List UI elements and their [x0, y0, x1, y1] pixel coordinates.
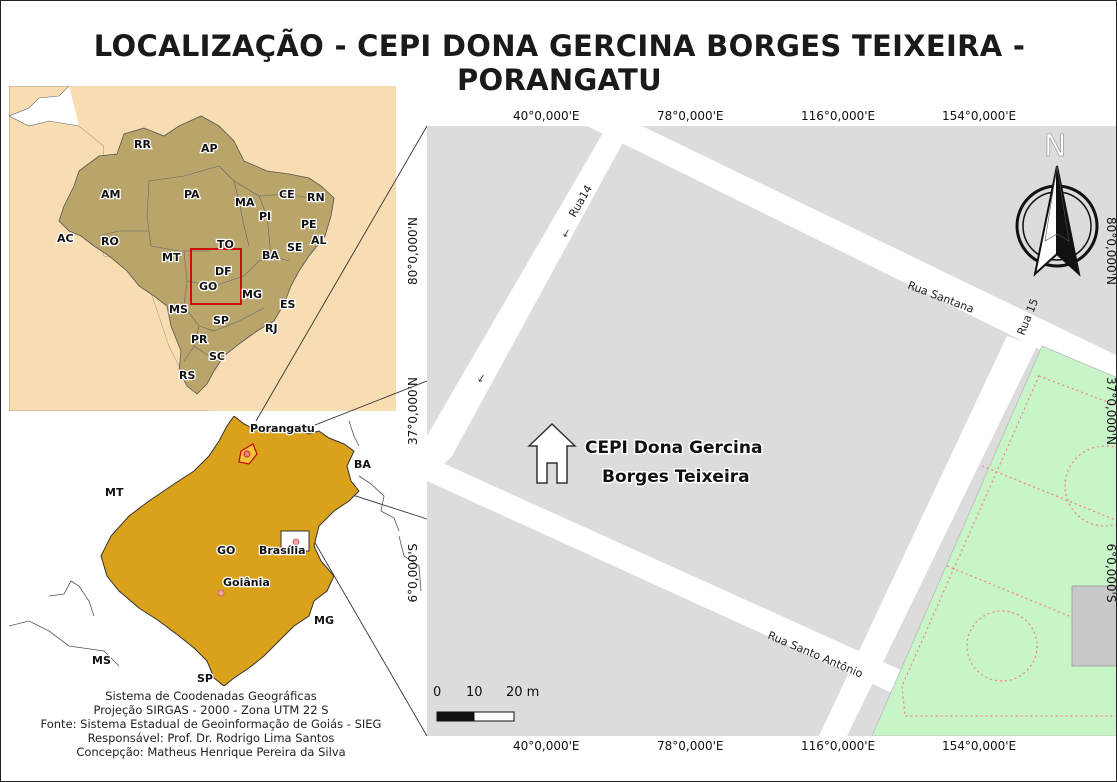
label-es: ES — [280, 298, 296, 311]
label-goias-sp: SP — [197, 672, 213, 685]
label-rn: RN — [307, 191, 325, 204]
goias-state-shape — [100, 415, 360, 687]
school-label-line2: Borges Teixeira — [602, 467, 750, 487]
label-rs: RS — [179, 369, 195, 382]
main-map-svg: Rua14 Rua Santana Rua 15 Rua Santo Antôn… — [427, 126, 1116, 736]
label-ap: AP — [201, 142, 218, 155]
label-se: SE — [287, 241, 302, 254]
credit-line-4: Responsável: Prof. Dr. Rodrigo Lima Sant… — [87, 731, 335, 745]
label-rj: RJ — [265, 322, 278, 335]
label-df: DF — [215, 265, 232, 278]
neighbor-borders — [8, 420, 422, 667]
credit-line-5: Concepção: Matheus Henrique Pereira da S… — [76, 745, 346, 759]
coord-top-2: 78°0,000'E — [657, 109, 724, 123]
street-rua-santana — [587, 126, 1116, 388]
goias-inset-map: MT BA MG MS SP GO Porangatu Brasília Goi… — [8, 415, 424, 687]
label-ma: MA — [235, 196, 255, 209]
label-am: AM — [101, 188, 120, 201]
label-ac: AC — [57, 232, 74, 245]
goias-labels: MT BA MG MS SP GO Porangatu Brasília Goi… — [91, 421, 373, 687]
street-network — [427, 126, 1116, 736]
goias-highlight-box — [190, 248, 242, 305]
porangatu-point — [243, 450, 251, 458]
scale-bar — [436, 711, 515, 722]
goiania-point — [217, 589, 225, 597]
label-rr: RR — [134, 138, 151, 151]
coord-bottom-3: 116°0,000'E — [801, 739, 876, 753]
label-brasilia: Brasília — [259, 544, 306, 557]
credit-line-1: Sistema de Coodenadas Geográficas — [105, 689, 317, 703]
map-title: LOCALIZAÇÃO - CEPI DONA GERCINA BORGES T… — [93, 29, 1026, 97]
label-pe: PE — [301, 218, 317, 231]
main-detail-map: Rua14 Rua Santana Rua 15 Rua Santo Antôn… — [427, 126, 1116, 736]
label-goias-go: GO — [217, 544, 235, 557]
label-pr: PR — [191, 333, 208, 346]
coord-bottom-2: 78°0,000'E — [657, 739, 724, 753]
building-corner — [1071, 585, 1116, 667]
label-ba: BA — [262, 249, 279, 262]
label-pa: PA — [184, 188, 200, 201]
coord-left-3: 6°0,000'S — [406, 543, 420, 603]
coord-top-1: 40°0,000'E — [513, 109, 580, 123]
label-goiania: Goiânia — [223, 576, 270, 589]
label-goias-mt: MT — [105, 486, 124, 499]
brasilia-point — [292, 538, 300, 546]
label-mt: MT — [162, 251, 181, 264]
coord-top-4: 154°0,000'E — [942, 109, 1017, 123]
scale-tick-0: 0 — [433, 685, 442, 700]
label-al: AL — [311, 234, 327, 247]
label-mg: MG — [242, 288, 262, 301]
street-rua14-south — [427, 436, 452, 481]
label-porangatu: Porangatu — [250, 422, 315, 435]
scale-tick-10: 10 — [466, 685, 483, 700]
label-ce: CE — [279, 188, 295, 201]
north-arrow-icon — [1015, 165, 1099, 277]
school-label-line1: CEPI Dona Gercina — [585, 438, 762, 458]
coord-left-1: 80°0,000'N — [406, 217, 420, 285]
north-label: N — [1044, 129, 1066, 164]
school-house-icon — [527, 422, 577, 484]
street-rua14 — [427, 126, 632, 456]
street-rua-15 — [819, 336, 1037, 736]
coord-left-2: 37°0,000'N — [406, 377, 420, 445]
credit-line-3: Fonte: Sistema Estadual de Geoinformação… — [40, 717, 382, 731]
brazil-inset-map: RR AP AM PA MA CE RN PI PE AL SE AC RO M… — [9, 86, 396, 411]
goias-inset-svg: MT BA MG MS SP GO Porangatu Brasília Goi… — [8, 415, 422, 687]
field-markings — [901, 375, 1116, 717]
label-goias-ba: BA — [354, 458, 371, 471]
street-rua-santo-antonio — [427, 456, 1047, 736]
credit-line-2: Projeção SIRGAS - 2000 - Zona UTM 22 S — [93, 703, 329, 717]
label-go: GO — [199, 280, 217, 293]
label-to: TO — [217, 238, 234, 251]
label-goias-mg: MG — [314, 614, 334, 627]
scale-tick-20: 20 m — [506, 685, 540, 700]
brazil-inset-svg: RR AP AM PA MA CE RN PI PE AL SE AC RO M… — [9, 86, 396, 411]
brazil-land — [58, 115, 335, 395]
label-ro: RO — [101, 235, 119, 248]
coord-top-3: 116°0,000'E — [801, 109, 876, 123]
label-ms: MS — [169, 303, 188, 316]
coord-right-1: 80°0,000'N — [1104, 217, 1117, 285]
coord-bottom-1: 40°0,000'E — [513, 739, 580, 753]
map-credits: Sistema de Coodenadas Geográficas Projeç… — [1, 689, 421, 759]
label-pi: PI — [259, 210, 271, 223]
state-labels: RR AP AM PA MA CE RN PI PE AL SE AC RO M… — [56, 137, 328, 384]
state-borders — [98, 165, 322, 362]
label-sc: SC — [209, 350, 225, 363]
label-sp: SP — [213, 314, 229, 327]
label-goias-ms: MS — [92, 654, 111, 667]
sports-field — [871, 345, 1116, 736]
coord-right-3: 6°0,000'S — [1104, 543, 1117, 603]
coord-right-2: 37°0,000'N — [1104, 377, 1117, 445]
coord-bottom-4: 154°0,000'E — [942, 739, 1017, 753]
